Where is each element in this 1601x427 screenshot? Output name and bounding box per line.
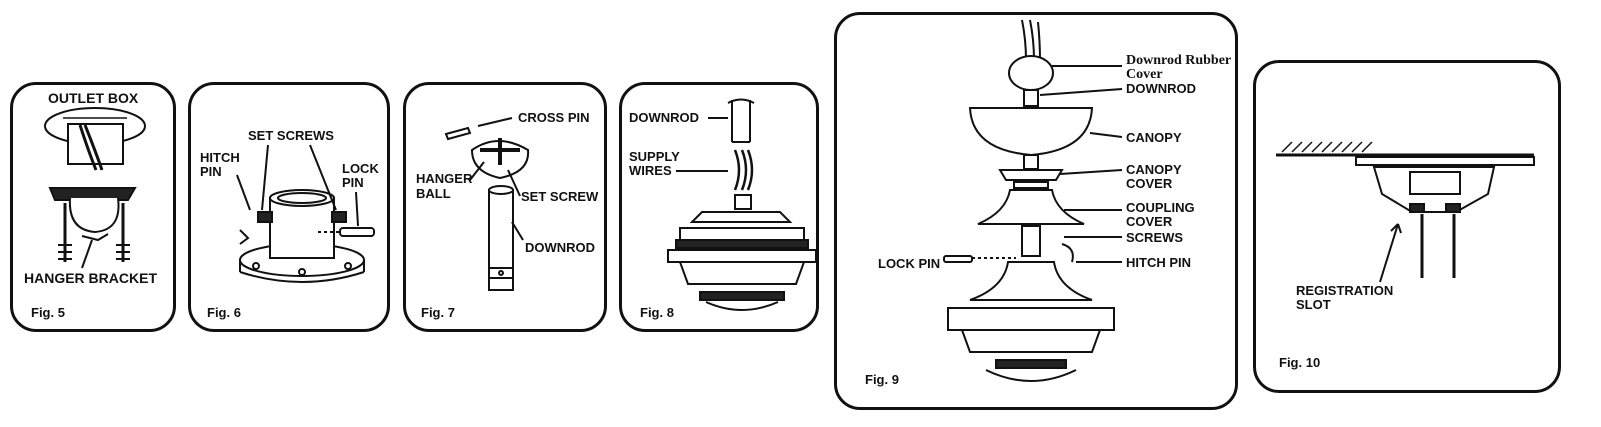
fig7-caption: Fig. 7: [421, 305, 455, 320]
wires-label: WIRES: [629, 163, 672, 178]
canopy-cover-label-1: CANOPY: [1126, 162, 1182, 177]
canopy-label: CANOPY: [1126, 130, 1182, 145]
screws-label: SCREWS: [1126, 230, 1184, 245]
fig8-panel: [619, 82, 819, 332]
hitch-label: HITCH: [200, 150, 240, 165]
set-screws-label: SET SCREWS: [248, 128, 334, 143]
registration-label: REGISTRATION: [1296, 283, 1394, 298]
coupling-cover-label-2: COVER: [1126, 214, 1173, 229]
ball-label: BALL: [416, 186, 451, 201]
hanger-label: HANGER: [416, 171, 473, 186]
fig10-panel: [1253, 60, 1561, 393]
outlet-box-label: OUTLET BOX: [48, 90, 139, 106]
cross-pin-label: CROSS PIN: [518, 110, 590, 125]
downrod-rubber-label: Downrod Rubber: [1126, 53, 1232, 68]
canopy-cover-label-2: COVER: [1126, 176, 1173, 191]
fig10-caption: Fig. 10: [1279, 355, 1321, 370]
downrod-label-fig9: DOWNROD: [1126, 81, 1197, 96]
lock-pin-label-fig9: LOCK PIN: [878, 256, 941, 271]
lock-label: LOCK: [342, 161, 379, 176]
fig8-caption: Fig. 8: [640, 305, 674, 320]
downrod-rubber-cover-label: Cover: [1126, 67, 1163, 82]
coupling-cover-label-1: COUPLING: [1126, 200, 1195, 215]
fig5-caption: Fig. 5: [31, 305, 65, 320]
hitch-pin-label-fig9: HITCH PIN: [1126, 255, 1191, 270]
supply-label: SUPPLY: [629, 149, 680, 164]
fig6-caption: Fig. 6: [207, 305, 241, 320]
set-screw-label: SET SCREW: [521, 189, 599, 204]
lock-pin-label: PIN: [342, 175, 364, 190]
slot-label: SLOT: [1296, 297, 1331, 312]
downrod-label-fig8: DOWNROD: [629, 110, 700, 125]
hanger-bracket-label: HANGER BRACKET: [24, 270, 157, 286]
hitch-pin-label: PIN: [200, 164, 222, 179]
fig9-caption: Fig. 9: [865, 372, 899, 387]
downrod-label-fig7: DOWNROD: [525, 240, 596, 255]
